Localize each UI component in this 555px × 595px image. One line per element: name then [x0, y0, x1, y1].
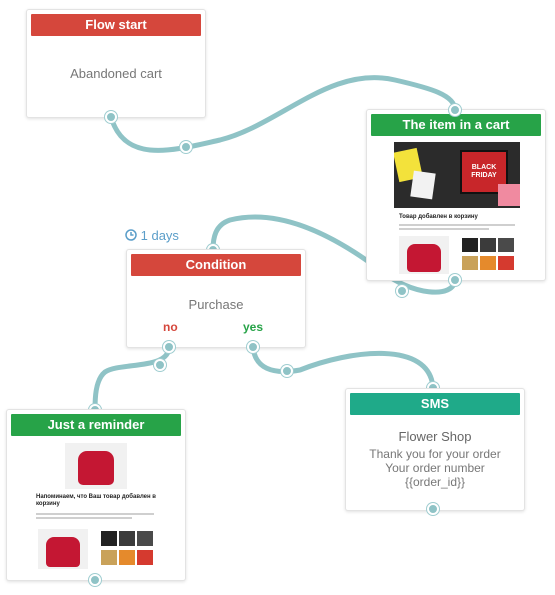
- reminder-output-port[interactable]: [89, 574, 101, 586]
- product-image: [38, 529, 88, 569]
- connector-midpoint[interactable]: [396, 285, 408, 297]
- reminder-header: Just a reminder: [11, 414, 181, 436]
- bag-thumb: [137, 531, 153, 546]
- bag-thumb: [119, 550, 135, 565]
- bag-thumb: [119, 531, 135, 546]
- flow-start-body: Abandoned cart: [70, 66, 162, 81]
- branch-no-port[interactable]: [163, 341, 175, 353]
- connector-midpoint[interactable]: [281, 365, 293, 377]
- item-in-cart-header: The item in a cart: [371, 114, 541, 136]
- branch-no-label: no: [163, 320, 178, 334]
- sms-line-1: Thank you for your order: [369, 447, 501, 461]
- bag-thumb: [101, 531, 117, 546]
- product-grid-image: [99, 529, 155, 569]
- branch-yes-port[interactable]: [247, 341, 259, 353]
- sms-line-2: Your order number: [385, 461, 485, 475]
- preview-text-line: [399, 224, 515, 226]
- bag-thumb: [498, 238, 514, 252]
- red-bag-image: [407, 244, 441, 272]
- connector-midpoint[interactable]: [180, 141, 192, 153]
- connector-no-to-reminder: [92, 344, 172, 413]
- black-friday-sign: BLACK FRIDAY: [460, 150, 508, 194]
- delay-value: 1 days: [140, 228, 179, 243]
- email-preview: BLACK FRIDAY Товар добавлен в корзину: [394, 142, 520, 274]
- bag-thumb: [498, 256, 514, 270]
- preview-title: Напоминаем, что Ваш товар добавлен в кор…: [36, 494, 156, 507]
- sms-output-port[interactable]: [427, 503, 439, 515]
- item-in-cart-node[interactable]: The item in a cart BLACK FRIDAY Товар до…: [366, 109, 546, 281]
- product-image: [65, 443, 127, 489]
- condition-node[interactable]: Condition Purchase no yes: [126, 249, 306, 348]
- sms-line-3: {{order_id}}: [404, 475, 466, 489]
- bag-thumb: [137, 550, 153, 565]
- connector-cart-to-condition: [210, 214, 458, 295]
- preview-banner: BLACK FRIDAY: [394, 142, 520, 208]
- connector-yes-to-sms: [250, 344, 436, 391]
- bag-thumb: [480, 256, 496, 270]
- shopping-bag-image: [410, 170, 436, 200]
- shopping-bag-image: [498, 184, 520, 206]
- bag-thumb: [462, 238, 478, 252]
- bag-thumb: [480, 238, 496, 252]
- preview-title: Товар добавлен в корзину: [399, 214, 478, 220]
- sms-node[interactable]: SMS Flower Shop Thank you for your order…: [345, 388, 525, 511]
- item-in-cart-input-port[interactable]: [449, 104, 461, 116]
- red-bag-image: [46, 537, 80, 567]
- preview-text-line: [399, 228, 489, 230]
- black-friday-label: BLACK FRIDAY: [471, 164, 497, 179]
- red-bag-image: [78, 451, 114, 485]
- preview-text-line: [36, 513, 154, 515]
- email-preview: Напоминаем, что Ваш товар добавлен в кор…: [33, 441, 159, 578]
- flow-start-node[interactable]: Flow start Abandoned cart: [26, 9, 206, 118]
- bag-thumb: [462, 256, 478, 270]
- product-image: [399, 236, 449, 274]
- connector-midpoint[interactable]: [154, 359, 166, 371]
- item-in-cart-output-port[interactable]: [449, 274, 461, 286]
- preview-text-line: [36, 517, 132, 519]
- bag-thumb: [101, 550, 117, 565]
- product-grid-image: [460, 236, 516, 274]
- flow-start-output-port[interactable]: [105, 111, 117, 123]
- clock-icon: [125, 229, 137, 241]
- sms-header: SMS: [350, 393, 520, 415]
- flow-start-header: Flow start: [31, 14, 201, 36]
- condition-header: Condition: [131, 254, 301, 276]
- reminder-node[interactable]: Just a reminder Напоминаем, что Ваш това…: [6, 409, 186, 581]
- sms-title: Flower Shop: [398, 429, 472, 444]
- delay-label: 1 days: [125, 229, 179, 243]
- condition-body: Purchase: [188, 297, 244, 312]
- branch-yes-label: yes: [243, 320, 264, 334]
- connector-start-to-cart: [108, 75, 458, 153]
